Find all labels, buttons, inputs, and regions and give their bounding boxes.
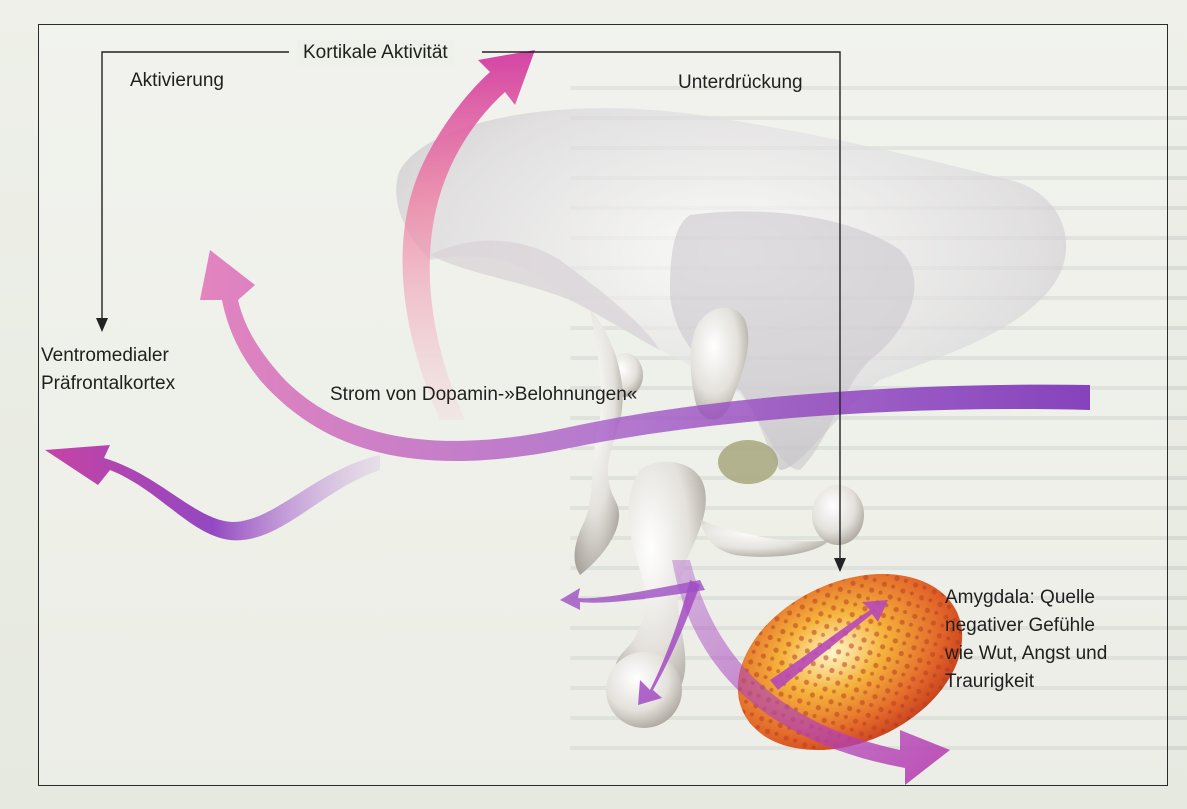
label-vmpfc-line1: Ventromedialer [41, 342, 241, 370]
label-aktivierung: Aktivierung [130, 68, 224, 94]
label-amygdala-line1: Amygdala: Quelle [945, 584, 1145, 612]
label-dopamin-strom: Strom von Dopamin-»Belohnungen« [330, 382, 637, 408]
label-kortikale-aktivitaet: Kortikale Aktivität [297, 40, 454, 66]
label-amygdala-line3: wie Wut, Angst und [945, 640, 1145, 668]
label-amygdala: Amygdala: Quelle negativer Gefühle wie W… [945, 584, 1145, 696]
unterdrueckung-arrowhead [834, 558, 846, 572]
label-vmpfc-line2: Präfrontalkortex [41, 370, 241, 398]
label-unterdrueckung: Unterdrückung [678, 70, 803, 96]
label-amygdala-line2: negativer Gefühle [945, 612, 1145, 640]
aktivierung-arrowhead [96, 318, 108, 332]
label-ventromedialer-praefrontalkortex: Ventromedialer Präfrontalkortex [41, 342, 241, 398]
label-amygdala-line4: Traurigkeit [945, 668, 1145, 696]
